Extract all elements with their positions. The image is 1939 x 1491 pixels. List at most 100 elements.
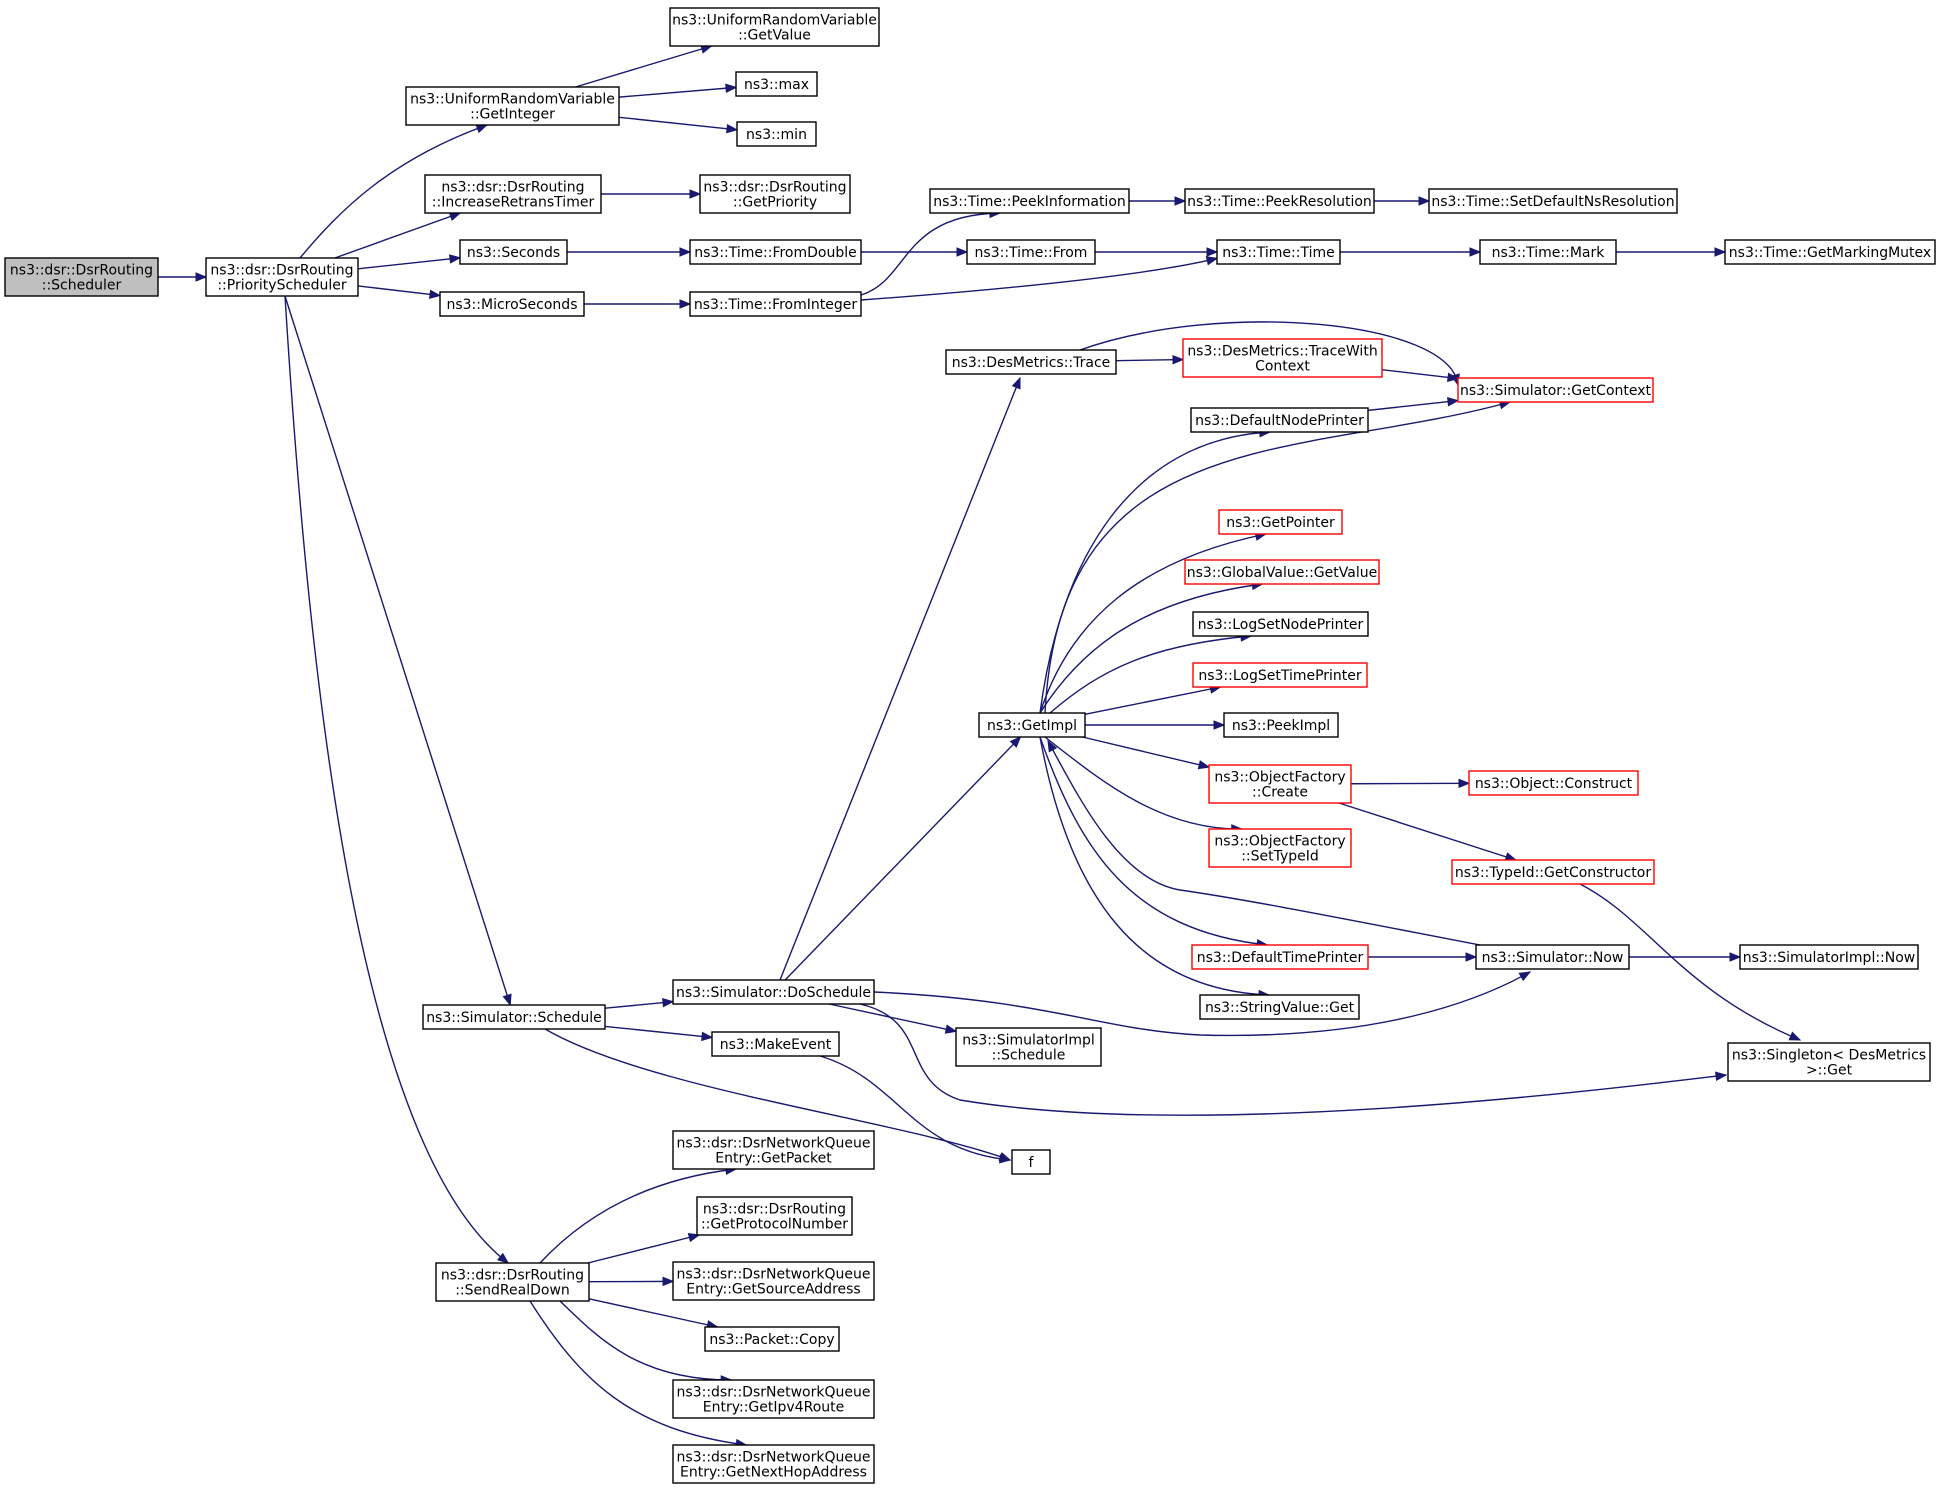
node-sendreal[interactable]: ns3::dsr::DsrRouting::SendRealDown: [435, 1262, 590, 1302]
node-makeevent[interactable]: ns3::MakeEvent: [711, 1031, 840, 1057]
node-logtime[interactable]: ns3::LogSetTimePrinter: [1192, 662, 1368, 688]
edge-schedule-to-dosched: [604, 1000, 674, 1009]
node-ipv4route[interactable]: ns3::dsr::DsrNetworkQueueEntry::GetIpv4R…: [672, 1379, 875, 1419]
node-seconds[interactable]: ns3::Seconds: [459, 239, 568, 265]
node-lognode[interactable]: ns3::LogSetNodePrinter: [1192, 611, 1369, 637]
node-time[interactable]: ns3::Time::Time: [1216, 239, 1341, 265]
edge-dosched-to-singleton-arrowhead: [1715, 1071, 1728, 1081]
node-simnow[interactable]: ns3::Simulator::Now: [1475, 944, 1630, 970]
node-box: [672, 1261, 875, 1301]
node-peekres[interactable]: ns3::Time::PeekResolution: [1184, 188, 1375, 214]
node-gvget[interactable]: ns3::GlobalValue::GetValue: [1184, 559, 1380, 585]
node-box: [1190, 407, 1369, 433]
node-nexthop[interactable]: ns3::dsr::DsrNetworkQueueEntry::GetNextH…: [672, 1444, 875, 1484]
node-protonum[interactable]: ns3::dsr::DsrRouting::GetProtocolNumber: [696, 1196, 853, 1236]
node-box: [1457, 377, 1654, 403]
node-incr[interactable]: ns3::dsr::DsrRouting::IncreaseRetransTim…: [424, 174, 602, 214]
node-label: ns3::Seconds: [467, 245, 560, 261]
node-deftime[interactable]: ns3::DefaultTimePrinter: [1191, 944, 1369, 970]
node-box: [435, 1262, 590, 1302]
edge-peekinfo-to-peekres-arrowhead: [1174, 196, 1187, 206]
node-pktcopy[interactable]: ns3::Packet::Copy: [704, 1326, 840, 1352]
edge-prio-to-micro-arrowhead: [429, 289, 442, 300]
node-box: [1724, 239, 1936, 265]
node-srcaddr[interactable]: ns3::dsr::DsrNetworkQueueEntry::GetSourc…: [672, 1261, 875, 1301]
node-box: [1739, 944, 1919, 970]
node-box: [1182, 338, 1383, 378]
edge-getimpl-to-ofcreate: [1082, 736, 1210, 768]
node-f[interactable]: f: [1011, 1149, 1051, 1175]
node-label: Entry::GetPacket: [715, 1151, 832, 1167]
node-box: [704, 1326, 840, 1352]
node-simimplnow[interactable]: ns3::SimulatorImpl::Now: [1739, 944, 1919, 970]
edge-prio-to-incr: [334, 212, 461, 259]
node-getpacket[interactable]: ns3::dsr::DsrNetworkQueueEntry::GetPacke…: [672, 1130, 875, 1170]
edge-getimpl-to-ofsettype: [1044, 736, 1242, 830]
node-box: [955, 1027, 1102, 1067]
node-construct[interactable]: ns3::Object::Construct: [1468, 770, 1639, 796]
node-strget[interactable]: ns3::StringValue::Get: [1199, 994, 1360, 1020]
node-box: [1451, 859, 1655, 885]
node-label: ns3::MakeEvent: [720, 1037, 832, 1053]
node-from[interactable]: ns3::Time::From: [966, 239, 1096, 265]
edge-prio-to-micro: [357, 285, 441, 297]
edge-trace-to-tracectx-arrowhead: [1172, 355, 1185, 365]
edge-prio-to-urv_getint-arrowhead: [475, 124, 489, 134]
node-label: Entry::GetSourceAddress: [686, 1282, 860, 1298]
node-label: ns3::DefaultTimePrinter: [1197, 950, 1364, 966]
edge-urv_getint-to-max: [618, 86, 737, 98]
node-box: [669, 7, 880, 47]
edge-dosched-to-simnow-arrowhead: [1518, 971, 1532, 982]
node-micro[interactable]: ns3::MicroSeconds: [439, 291, 585, 317]
edge-dosched-to-simnow: [873, 971, 1531, 1037]
node-label: ns3::DesMetrics::TraceWith: [1187, 344, 1377, 360]
node-implsched[interactable]: ns3::SimulatorImpl::Schedule: [955, 1027, 1102, 1067]
node-prio[interactable]: ns3::dsr::DsrRouting::PriorityScheduler: [205, 257, 359, 297]
node-ofcreate[interactable]: ns3::ObjectFactory::Create: [1208, 764, 1352, 804]
node-label: Context: [1255, 359, 1310, 375]
node-getptr[interactable]: ns3::GetPointer: [1218, 509, 1343, 535]
node-markmutex[interactable]: ns3::Time::GetMarkingMutex: [1724, 239, 1936, 265]
node-getimpl[interactable]: ns3::GetImpl: [978, 712, 1086, 738]
edge-time-to-mark-arrowhead: [1469, 247, 1482, 257]
node-peekimpl[interactable]: ns3::PeekImpl: [1223, 712, 1339, 738]
node-dosched[interactable]: ns3::Simulator::DoSchedule: [672, 979, 875, 1005]
node-max[interactable]: ns3::max: [735, 71, 818, 97]
node-label: ns3::dsr::DsrRouting: [210, 263, 353, 279]
node-box: [689, 239, 862, 265]
node-min[interactable]: ns3::min: [736, 121, 817, 147]
edge-sendreal-to-pktcopy: [588, 1298, 718, 1328]
node-mark[interactable]: ns3::Time::Mark: [1479, 239, 1617, 265]
node-schedule[interactable]: ns3::Simulator::Schedule: [422, 1004, 606, 1030]
node-box: [1208, 828, 1352, 868]
edge-prio-to-incr-arrowhead: [448, 212, 462, 222]
node-peekinfo[interactable]: ns3::Time::PeekInformation: [929, 188, 1130, 214]
edge-sendreal-to-ipv4route: [559, 1300, 732, 1381]
node-label: ns3::MicroSeconds: [446, 297, 577, 313]
node-singleton[interactable]: ns3::Singleton< DesMetrics >::Get: [1727, 1042, 1931, 1082]
node-label: ::SendRealDown: [455, 1283, 570, 1299]
edge-dosched-to-getimpl: [784, 736, 1021, 981]
node-ofsettype[interactable]: ns3::ObjectFactory::SetTypeId: [1208, 828, 1352, 868]
node-box: [1468, 770, 1639, 796]
node-setdefres[interactable]: ns3::Time::SetDefaultNsResolution: [1428, 188, 1678, 214]
node-fromdouble[interactable]: ns3::Time::FromDouble: [689, 239, 862, 265]
edge-prio-to-seconds: [357, 257, 461, 270]
node-label: ns3::Time::PeekInformation: [933, 194, 1126, 210]
node-trace[interactable]: ns3::DesMetrics::Trace: [945, 349, 1117, 375]
edge-getimpl-to-gvget: [1039, 583, 1263, 714]
node-fromint[interactable]: ns3::Time::FromInteger: [689, 291, 862, 317]
node-getprio[interactable]: ns3::dsr::DsrRouting::GetPriority: [699, 174, 851, 214]
edge-urv_getint-to-urv_getval: [575, 45, 712, 88]
node-urv_getval[interactable]: ns3::UniformRandomVariable::GetValue: [669, 7, 880, 47]
edge-sendreal-to-nexthop: [529, 1300, 747, 1446]
node-getctor[interactable]: ns3::TypeId::GetConstructor: [1451, 859, 1655, 885]
edge-fromint-to-time: [860, 257, 1218, 301]
node-root[interactable]: ns3::dsr::DsrRouting::Scheduler: [4, 257, 159, 297]
node-urv_getint[interactable]: ns3::UniformRandomVariable::GetInteger: [405, 86, 620, 126]
node-layer: ns3::dsr::DsrRouting::Schedulerns3::dsr:…: [4, 7, 1936, 1484]
node-getctx[interactable]: ns3::Simulator::GetContext: [1457, 377, 1654, 403]
node-defnode[interactable]: ns3::DefaultNodePrinter: [1190, 407, 1369, 433]
node-box: [735, 71, 818, 97]
